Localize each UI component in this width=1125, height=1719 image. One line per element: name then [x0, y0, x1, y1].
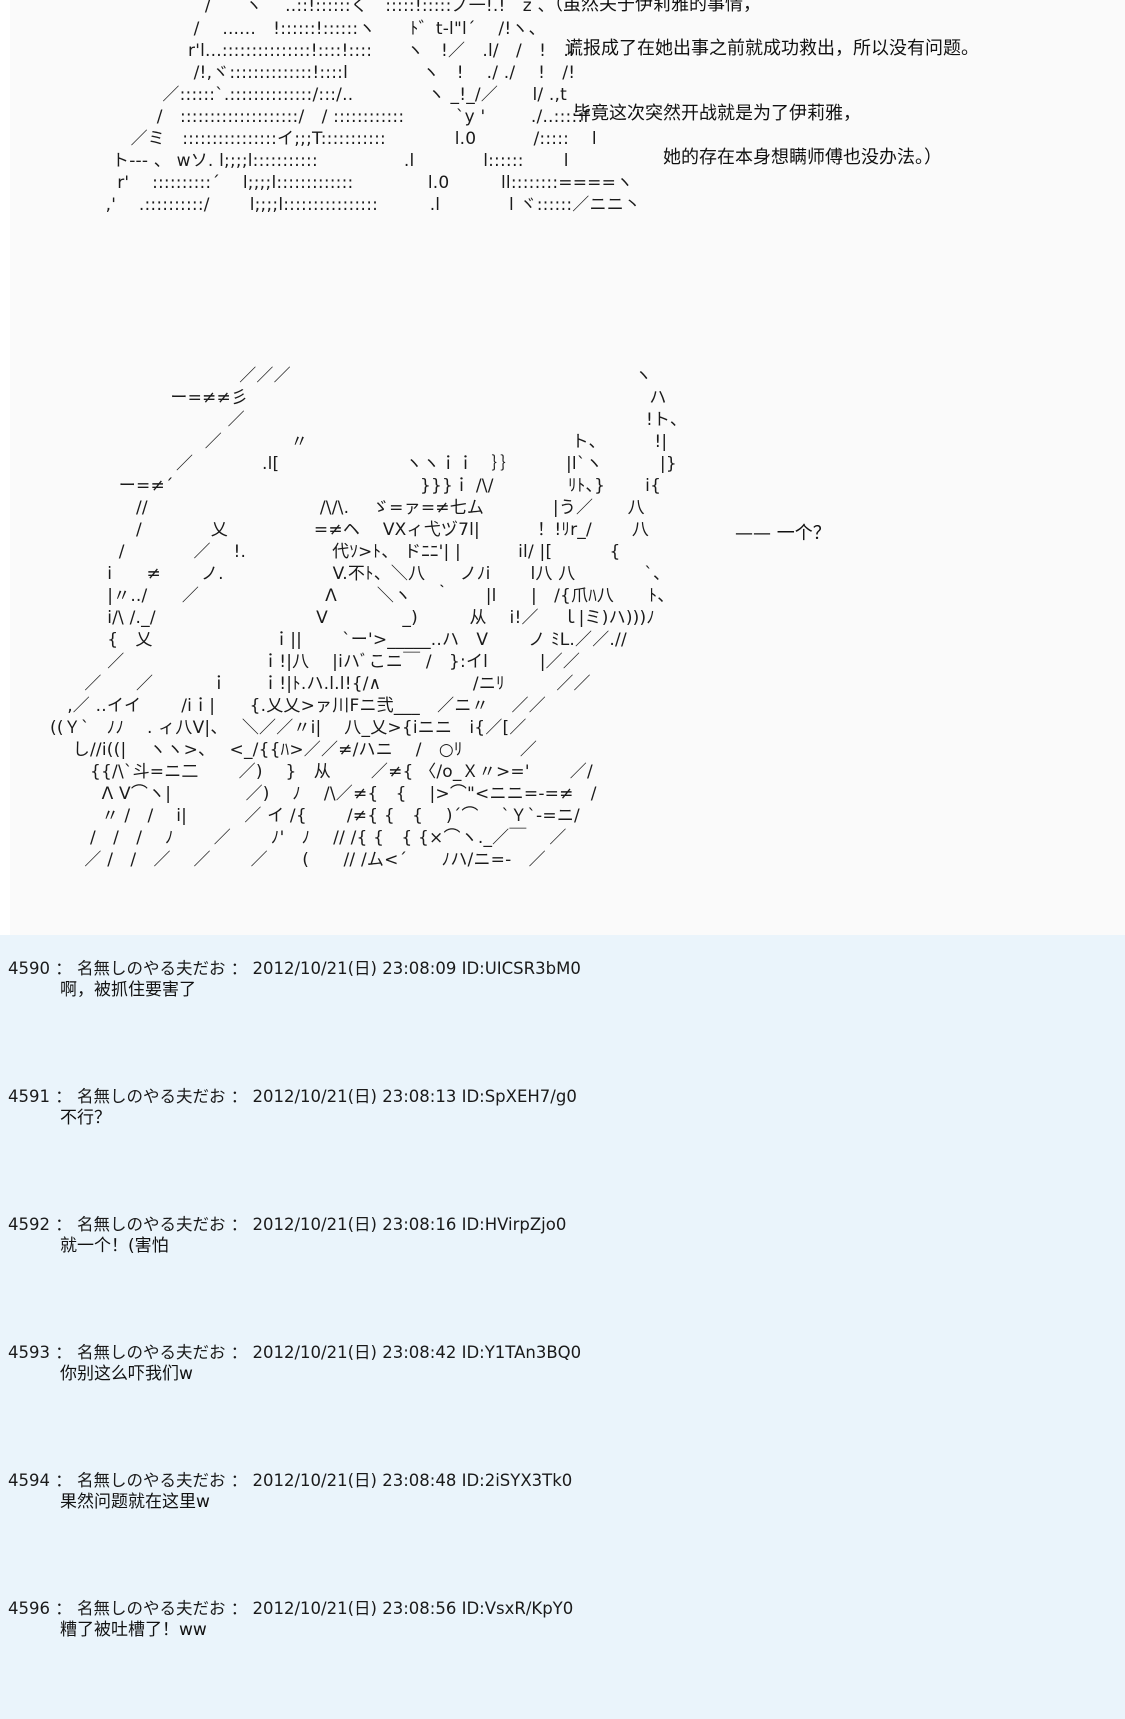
main-post: / ヽ ..::!::::::く :::::!:::::ノ一!.! z 、 / … — [10, 0, 1125, 935]
aa-line: ー=≠≠彡 ハ — [50, 388, 667, 408]
aa-line: { 乂 ｉ|| `ー'>_____..ハ V ノ ﾐL.／／.// — [50, 630, 627, 650]
aa-line: ／ミ ::::::::::::::::イ;;;T::::::::::: l.0 … — [125, 129, 597, 149]
reply-item: 4593 ： 名無しのやる夫だお ： 2012/10/21(日) 23:08:4… — [8, 1343, 1108, 1385]
aa-line: |〃../ ／ Λ ＼ヽ ｀ |l | /{爪ﾊ八 ﾄ、 — [50, 586, 675, 606]
aa-line: r'l...:::::::::::::::!::::!:::: ヽ !／ .l/… — [160, 41, 574, 61]
narration-line: —— 一个？ — [735, 523, 831, 544]
reply-item: 4594 ： 名無しのやる夫だお ： 2012/10/21(日) 23:08:4… — [8, 1471, 1108, 1513]
aa-line: 〃 / / i| ／ イ /{ /≠{ { { )´⌒ `Ｙ`-=ニ/ — [50, 806, 580, 826]
reply-header: 4591 ： 名無しのやる夫だお ： 2012/10/21(日) 23:08:1… — [8, 1087, 577, 1106]
reply-name: 名無しのやる夫だお — [77, 1343, 226, 1362]
reply-date: 2012/10/21(日) 23:08:13 — [252, 1087, 457, 1106]
reply-body: 不行？ — [60, 1108, 111, 1128]
reply-id[interactable]: ID:Y1TAn3BQ0 — [461, 1343, 582, 1362]
reply-id[interactable]: ID:UICSR3bM0 — [461, 959, 581, 978]
reply-id[interactable]: ID:VsxR/KpY0 — [461, 1599, 574, 1618]
reply-header: 4593 ： 名無しのやる夫だお ： 2012/10/21(日) 23:08:4… — [8, 1343, 582, 1362]
aa-line: ／ / / ／ ／ ／ ( // /ム<´ ﾉハ/ニ=- ／ — [50, 850, 546, 870]
aa-line: ,／ ..イイ /iｉ| {.乂乂>ァ川Fニ弐___ ／ニ〃 ／／ — [50, 696, 546, 716]
reply-body: 你别这么吓我们w — [60, 1364, 193, 1384]
reply-number[interactable]: 4596 — [8, 1599, 50, 1618]
reply-name: 名無しのやる夫だお — [77, 1471, 226, 1490]
reply-header: 4592 ： 名無しのやる夫だお ： 2012/10/21(日) 23:08:1… — [8, 1215, 567, 1234]
reply-number[interactable]: 4591 — [8, 1087, 50, 1106]
reply-date: 2012/10/21(日) 23:08:56 — [252, 1599, 457, 1618]
aa-line: /!,ヾ::::::::::::::!::::l ヽ ! ./ ./ ! /! — [160, 63, 576, 83]
reply-name: 名無しのやる夫だお — [77, 1599, 226, 1618]
reply-item: 4591 ： 名無しのやる夫だお ： 2012/10/21(日) 23:08:1… — [8, 1087, 1108, 1129]
reply-body: 啊，被抓住要害了 — [60, 980, 196, 1000]
reply-body: 果然问题就在这里w — [60, 1492, 210, 1512]
aa-line: ／::::::`.::::::::::::::/:::/.. ヽ _!_/／ l… — [140, 85, 567, 105]
reply-date: 2012/10/21(日) 23:08:48 — [252, 1471, 457, 1490]
aa-line: i/\ /._/ V _) 从 i!／ ｌ|ミ)ハ)))ﾉ — [50, 608, 656, 628]
aa-line: ,' .::::::::::/ l;;;;l:::::::::::::::: .… — [100, 195, 642, 215]
reply-number[interactable]: 4594 — [8, 1471, 50, 1490]
narration-line: （虽然关于伊莉雅的事情， — [545, 0, 761, 15]
aa-line: / ...... !::::::!::::::ヽ ﾄ゛t-l"l´ /!ヽ、 — [160, 19, 546, 39]
aa-line: / ヽ ..::!::::::く :::::!:::::ノ一!.! z 、 — [160, 0, 555, 16]
reply-body: 糟了被吐槽了！ww — [60, 1620, 207, 1640]
reply-item: 4592 ： 名無しのやる夫だお ： 2012/10/21(日) 23:08:1… — [8, 1215, 1108, 1257]
reply-id[interactable]: ID:HVirpZjo0 — [461, 1215, 567, 1234]
aa-line: し//i((| ヽヽ>、 <_/{{ﾊ>／／≠/ハニ / ○ﾘ ／ — [50, 740, 538, 760]
reply-list: 4590 ： 名無しのやる夫だお ： 2012/10/21(日) 23:08:0… — [0, 935, 1125, 1719]
reply-name: 名無しのやる夫だお — [77, 959, 226, 978]
reply-item: 4590 ： 名無しのやる夫だお ： 2012/10/21(日) 23:08:0… — [8, 959, 1108, 1001]
aa-line: ／ 〃 ト、 !| — [50, 432, 668, 452]
aa-line: r' ::::::::::´ l;;;;l::::::::::::: l.0 l… — [106, 173, 634, 193]
narration-line: 谎报成了在她出事之前就成功救出，所以没有问题。 — [565, 38, 979, 59]
aa-line: / ／ !. 代ｿ>ﾄ、 ドﾆﾆ'| | il/ |[ { — [50, 542, 621, 562]
reply-number[interactable]: 4593 — [8, 1343, 50, 1362]
aa-line: {{/\`斗=ニ二 ／) } 从 ／≠{ 〈/o_Ｘ〃>=' ／/ — [50, 762, 593, 782]
aa-line: ト--- 、 wソ. l;;;;l::::::::::: .l l:::::: … — [112, 151, 569, 171]
reply-id[interactable]: ID:SpXEH7/g0 — [461, 1087, 577, 1106]
reply-header: 4594 ： 名無しのやる夫だお ： 2012/10/21(日) 23:08:4… — [8, 1471, 573, 1490]
aa-line: / ::::::::::::::::::::/ / :::::::::::: `… — [140, 107, 590, 127]
aa-line: ／ !ト、 — [50, 410, 688, 430]
aa-line: i ≠ ノ. V.不ﾄ、＼八 ノﾉi l八 八 `、 — [50, 564, 671, 584]
narration-line: 毕竟这次突然开战就是为了伊莉雅， — [573, 103, 861, 124]
aa-line: ／ ／ ｉ ｉ!|ﾄ.ハ.l.l!{/∧ /ニﾘ ／／ — [50, 674, 591, 694]
reply-number[interactable]: 4592 — [8, 1215, 50, 1234]
reply-id[interactable]: ID:2iSYX3Tk0 — [461, 1471, 573, 1490]
aa-line: ／ ｉ!|八 |iハﾞこニ￣ / }:イl |／／ — [50, 652, 581, 672]
reply-header: 4596 ： 名無しのやる夫だお ： 2012/10/21(日) 23:08:5… — [8, 1599, 574, 1618]
reply-item: 4596 ： 名無しのやる夫だお ： 2012/10/21(日) 23:08:5… — [8, 1599, 1108, 1641]
reply-name: 名無しのやる夫だお — [77, 1087, 226, 1106]
aa-line: / 乂 =≠ヘ VXィ弋ヅ7l| ！!ﾘr_/ 八 — [50, 520, 650, 540]
aa-line: Λ V⌒ヽ| ／) ﾉ /\／≠{ { |>⌒"<ニニ=-=≠ / — [50, 784, 597, 804]
aa-line: / / / ﾉ ／ ﾉ' ﾉ // /{ { { {×⌒ヽ._／￣ ／ — [50, 828, 567, 848]
reply-number[interactable]: 4590 — [8, 959, 50, 978]
reply-header: 4590 ： 名無しのやる夫だお ： 2012/10/21(日) 23:08:0… — [8, 959, 581, 978]
reply-date: 2012/10/21(日) 23:08:42 — [252, 1343, 457, 1362]
aa-line: ／ .l[ ヽヽｉｉ ｝｝ |l`ヽ |} — [50, 454, 677, 474]
aa-line: // /\/\. ゞ=ァ=≠七ム |う／ 八 — [50, 498, 645, 518]
aa-line: ((Ｙ` ﾉﾉ . ィ八V|、 ＼／／〃i| 八_乂>{iニニ i{／[／ — [50, 718, 527, 738]
aa-line: ー=≠´ }}}ｉ /\/ ﾘﾄ、} i{ — [50, 476, 662, 496]
narration-line: 她的存在本身想瞒师傅也没办法。） — [663, 147, 942, 168]
reply-date: 2012/10/21(日) 23:08:09 — [252, 959, 457, 978]
reply-name: 名無しのやる夫だお — [77, 1215, 226, 1234]
aa-line: ／／／ ヽ — [50, 366, 652, 386]
reply-date: 2012/10/21(日) 23:08:16 — [252, 1215, 457, 1234]
reply-body: 就一个！(害怕 — [60, 1236, 169, 1256]
